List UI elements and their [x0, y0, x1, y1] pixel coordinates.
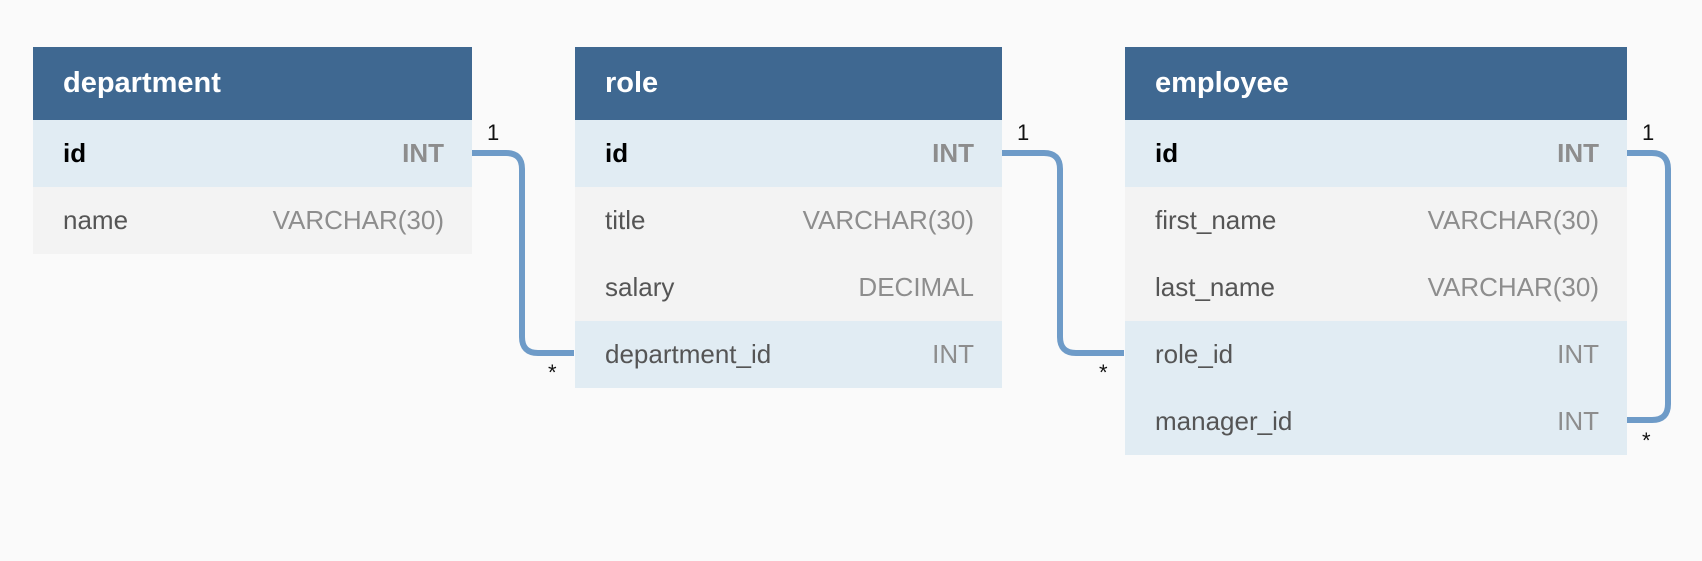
relationship-line-employee-self	[1627, 150, 1671, 423]
column-row-manager-id[interactable]: manager_id INT	[1125, 388, 1627, 455]
column-row-id[interactable]: id INT	[1125, 120, 1627, 187]
column-name: id	[605, 138, 629, 168]
table-role[interactable]: role id INT title VARCHAR(30) salary DEC…	[575, 47, 1002, 388]
column-type: VARCHAR(30)	[802, 205, 974, 235]
column-name: last_name	[1155, 272, 1275, 302]
table-title-employee: employee	[1125, 47, 1627, 120]
column-type: VARCHAR(30)	[272, 205, 444, 235]
cardinality-label-department-one: 1	[487, 120, 500, 145]
column-type: INT	[1557, 406, 1599, 436]
column-type: INT	[1557, 138, 1599, 168]
table-department[interactable]: department id INT name VARCHAR(30)	[33, 47, 472, 254]
column-row-id[interactable]: id INT	[33, 120, 472, 187]
column-name: id	[1155, 138, 1179, 168]
column-row-department-id[interactable]: department_id INT	[575, 321, 1002, 388]
cardinality-label-employee-self-many: *	[1642, 428, 1651, 453]
column-type: INT	[402, 138, 444, 168]
cardinality-label-employee-self-one: 1	[1642, 120, 1655, 145]
column-row-id[interactable]: id INT	[575, 120, 1002, 187]
column-name: role_id	[1155, 339, 1234, 369]
column-type: VARCHAR(30)	[1427, 272, 1599, 302]
column-row-salary[interactable]: salary DECIMAL	[575, 254, 1002, 321]
table-employee[interactable]: employee id INT first_name VARCHAR(30) l…	[1125, 47, 1627, 455]
cardinality-label-role-one: 1	[1017, 120, 1030, 145]
column-name: title	[605, 205, 646, 235]
column-row-title[interactable]: title VARCHAR(30)	[575, 187, 1002, 254]
relationship-line-role-employee	[1002, 150, 1124, 356]
table-title-role: role	[575, 47, 1002, 120]
column-type: VARCHAR(30)	[1427, 205, 1599, 235]
column-name: id	[63, 138, 87, 168]
column-row-role-id[interactable]: role_id INT	[1125, 321, 1627, 388]
column-type: INT	[1557, 339, 1599, 369]
column-name: name	[63, 205, 129, 235]
cardinality-label-role-many: *	[548, 360, 557, 385]
column-name: manager_id	[1155, 406, 1293, 436]
column-type: DECIMAL	[858, 272, 974, 302]
column-row-last-name[interactable]: last_name VARCHAR(30)	[1125, 254, 1627, 321]
relationship-line-department-role	[472, 150, 574, 356]
table-title-department: department	[33, 47, 472, 120]
cardinality-label-employee-many: *	[1099, 360, 1108, 385]
column-name: salary	[605, 272, 675, 302]
column-type: INT	[932, 339, 974, 369]
column-name: department_id	[605, 339, 772, 369]
column-row-name[interactable]: name VARCHAR(30)	[33, 187, 472, 254]
column-type: INT	[932, 138, 974, 168]
column-row-first-name[interactable]: first_name VARCHAR(30)	[1125, 187, 1627, 254]
column-name: first_name	[1155, 205, 1277, 235]
